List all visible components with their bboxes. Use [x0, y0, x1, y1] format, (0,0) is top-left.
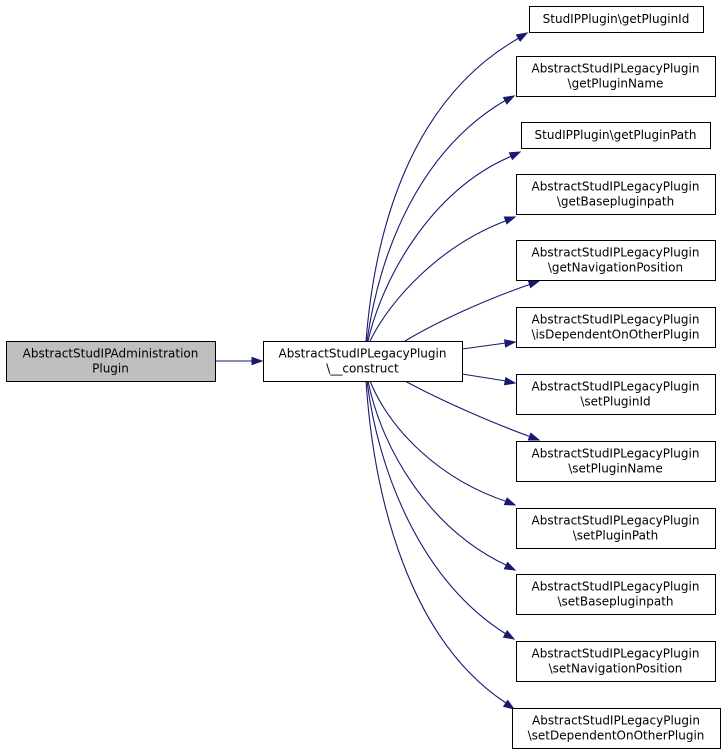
node-box [516, 441, 716, 482]
edge-line [369, 219, 509, 342]
node-label: \setNavigationPosition [549, 662, 683, 676]
node-n6[interactable]: AbstractStudIPLegacyPlugin\isDependentOn… [516, 307, 716, 348]
edge-ctor-to-n8 [404, 380, 541, 441]
node-n2[interactable]: AbstractStudIPLegacyPlugin\getPluginName [516, 56, 716, 97]
node-label: AbstractStudIPLegacyPlugin [532, 514, 700, 528]
node-box [512, 708, 721, 749]
node-n1[interactable]: StudIPPlugin\getPluginId [529, 6, 704, 33]
node-n4[interactable]: AbstractStudIPLegacyPlugin\getBaseplugin… [516, 174, 716, 215]
edge-line [366, 380, 507, 635]
edge-line [365, 37, 520, 342]
node-ctor[interactable]: AbstractStudIPLegacyPlugin\__construct [263, 341, 463, 382]
node-label: AbstractStudIPLegacyPlugin [532, 313, 700, 327]
edge-line [367, 155, 513, 342]
arrow-head-icon [502, 699, 516, 710]
node-label: AbstractStudIPLegacyPlugin [532, 447, 700, 461]
node-n7[interactable]: AbstractStudIPLegacyPlugin\setPluginId [516, 374, 716, 415]
edge-ctor-to-n10 [367, 380, 517, 571]
node-box [516, 240, 716, 281]
arrow-head-icon [503, 216, 517, 225]
node-n10[interactable]: AbstractStudIPLegacyPlugin\setBaseplugin… [516, 574, 716, 615]
node-box [516, 641, 716, 682]
edge-line [461, 342, 507, 350]
arrow-head-icon [502, 95, 516, 105]
node-label: \__construct [326, 362, 399, 376]
edge-line [461, 373, 507, 382]
node-box [516, 307, 716, 348]
edges-layer [215, 32, 541, 710]
node-n11[interactable]: AbstractStudIPLegacyPlugin\setNavigation… [516, 641, 716, 682]
arrow-head-icon [508, 151, 522, 161]
edge-ctor-to-n4 [369, 216, 517, 342]
node-box [6, 341, 216, 382]
node-label: AbstractStudIPAdministration [23, 347, 199, 361]
edge-ctor-to-n2 [366, 95, 516, 342]
node-label: \getBasepluginpath [557, 195, 674, 209]
arrow-head-icon [527, 280, 541, 289]
node-label: AbstractStudIPLegacyPlugin [532, 380, 700, 394]
node-box [263, 341, 463, 382]
node-box [521, 122, 711, 149]
arrow-head-icon [503, 376, 517, 386]
node-label: StudIPPlugin\getPluginId [543, 12, 690, 26]
node-n5[interactable]: AbstractStudIPLegacyPlugin\getNavigation… [516, 240, 716, 281]
node-box [529, 6, 704, 33]
edge-ctor-to-n1 [365, 32, 529, 342]
node-label: StudIPPlugin\getPluginPath [535, 128, 697, 142]
node-label: AbstractStudIPLegacyPlugin [532, 180, 700, 194]
node-label: AbstractStudIPLegacyPlugin [532, 62, 700, 76]
node-label: AbstractStudIPLegacyPlugin [532, 580, 700, 594]
node-label: \setPluginId [580, 395, 650, 409]
node-label: \setDependentOnOtherPlugin [528, 729, 705, 743]
edge-ctor-to-n12 [365, 380, 516, 710]
node-label: \getNavigationPosition [548, 261, 683, 275]
node-label: AbstractStudIPLegacyPlugin [532, 246, 700, 260]
arrow-head-icon [503, 561, 517, 571]
node-label: \isDependentOnOtherPlugin [531, 328, 699, 342]
node-box [516, 374, 716, 415]
node-box [516, 174, 716, 215]
node-box [516, 56, 716, 97]
edge-line [367, 380, 509, 567]
node-label: AbstractStudIPLegacyPlugin [532, 647, 700, 661]
node-label: Plugin [92, 362, 129, 376]
nodes-layer: AbstractStudIPAdministrationPluginAbstra… [6, 6, 721, 749]
node-label: \setBasepluginpath [558, 595, 674, 609]
node-n12[interactable]: AbstractStudIPLegacyPlugin\setDependentO… [512, 708, 721, 749]
node-label: AbstractStudIPLegacyPlugin [279, 347, 447, 361]
arrow-head-icon [502, 630, 516, 640]
edge-line [404, 283, 532, 342]
edge-line [369, 380, 509, 503]
arrow-head-icon [251, 356, 264, 366]
node-label: \getPluginName [568, 77, 664, 91]
edge-root-to-ctor [215, 356, 264, 366]
node-n8[interactable]: AbstractStudIPLegacyPlugin\setPluginName [516, 441, 716, 482]
arrow-head-icon [527, 432, 541, 441]
arrow-head-icon [504, 339, 517, 348]
edge-line [365, 380, 507, 704]
arrow-head-icon [515, 32, 529, 42]
node-label: \setPluginPath [573, 529, 658, 543]
edge-ctor-to-n3 [367, 151, 522, 342]
node-box [516, 508, 716, 549]
edge-ctor-to-n7 [461, 373, 517, 386]
node-label: \setPluginName [568, 462, 663, 476]
node-n3[interactable]: StudIPPlugin\getPluginPath [521, 122, 711, 149]
edge-line [404, 380, 532, 438]
node-n9[interactable]: AbstractStudIPLegacyPlugin\setPluginPath [516, 508, 716, 549]
edge-ctor-to-n6 [461, 339, 517, 350]
edge-line [366, 99, 507, 342]
node-label: AbstractStudIPLegacyPlugin [532, 714, 700, 728]
edge-ctor-to-n9 [369, 380, 517, 506]
edge-ctor-to-n11 [366, 380, 516, 640]
arrow-head-icon [503, 497, 517, 506]
node-box [516, 574, 716, 615]
